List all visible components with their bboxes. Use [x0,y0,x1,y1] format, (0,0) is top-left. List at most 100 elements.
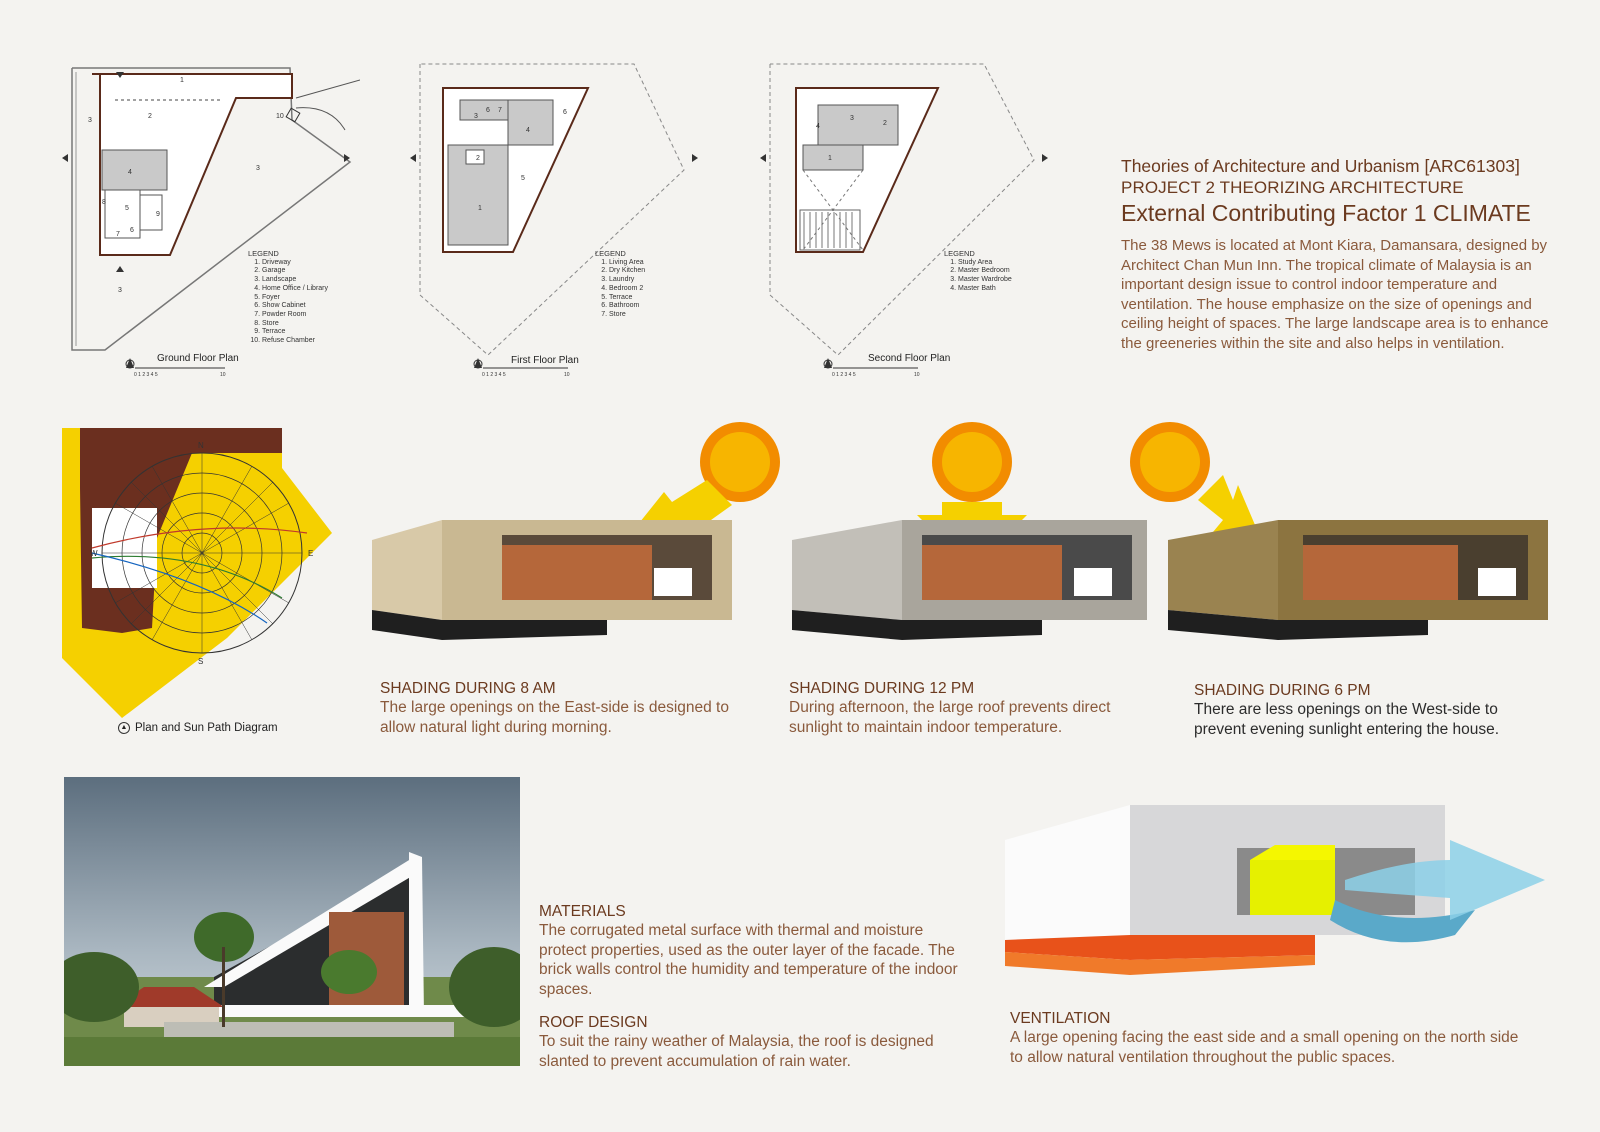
ventilation-title: VENTILATION [1010,1010,1111,1027]
svg-text:10: 10 [914,372,920,378]
svg-text:2: 2 [148,113,152,120]
airflow-arrow-out [1345,840,1545,920]
caption-body: During afternoon, the large roof prevent… [789,699,1111,736]
compass-e: E [308,549,313,558]
ground-floor-legend: LEGEND Driveway Garage Landscape Home Of… [248,249,328,346]
legend-item: Driveway [262,259,328,268]
roof-block: ROOF DESIGN To suit the rainy weather of… [539,1013,969,1071]
first-floor-drawing: 3 6 7 4 6 2 1 5 0 1 2 3 4 5 10 [410,63,698,378]
legend-item: Living Area [609,259,645,268]
svg-text:0 1 2 3 4 5: 0 1 2 3 4 5 [482,372,506,378]
caption-body: There are less openings on the West-side… [1194,701,1500,738]
legend-item: Refuse Chamber [262,337,328,346]
legend-item: Landscape [262,276,328,285]
materials-body: The corrugated metal surface with therma… [539,922,958,998]
svg-text:3: 3 [474,113,478,120]
sun-arrow [1198,475,1258,532]
shading-8am-drawing [372,422,780,640]
plan-title: Second Floor Plan [868,353,951,364]
legend-item: Store [262,320,328,329]
svg-text:6: 6 [130,227,134,234]
roof-title: ROOF DESIGN [539,1014,648,1031]
roof-body: To suit the rainy weather of Malaysia, t… [539,1033,934,1070]
ground-floor-plan: 1 2 3 3 3 4 5 6 7 8 9 10 0 1 2 3 4 5 10 … [60,50,360,380]
sun-path-label: ▲Plan and Sun Path Diagram [118,722,278,734]
intro-text: The 38 Mews is located at Mont Kiara, Da… [1121,237,1549,352]
svg-text:4: 4 [816,123,820,130]
project-title: PROJECT 2 THEORIZING ARCHITECTURE [1121,178,1464,197]
svg-text:10: 10 [220,372,226,378]
legend-item: Master Bedroom [958,267,1012,276]
compass-n: N [198,441,204,450]
svg-text:8: 8 [102,199,106,206]
caption-title: SHADING DURING 12 PM [789,680,975,697]
legend-item: Terrace [262,328,328,337]
caption-body: The large openings on the East-side is d… [380,699,729,736]
house-photo [64,777,520,1066]
svg-text:3: 3 [850,115,854,122]
plan-title: First Floor Plan [511,355,579,366]
sun-icon [700,422,780,502]
sun-path-drawing: N E S W [62,428,332,718]
sun-path-diagram: N E S W [62,428,337,718]
scale-bar: 0 1 2 3 4 5 10 [473,358,570,378]
legend-item: Garage [262,267,328,276]
legend-item: Store [609,311,645,320]
svg-text:10: 10 [276,113,284,120]
course-title: Theories of Architecture and Urbanism [A… [1121,156,1520,176]
svg-text:0 1 2 3 4 5: 0 1 2 3 4 5 [832,372,856,378]
svg-text:5: 5 [125,205,129,212]
svg-text:6: 6 [563,109,567,116]
ventilation-drawing [1005,805,1545,975]
caption-title: SHADING DURING 8 AM [380,680,556,697]
scale-bar: 0 1 2 3 4 5 10 [823,358,920,378]
materials-title: MATERIALS [539,903,626,920]
svg-text:0 1 2 3 4 5: 0 1 2 3 4 5 [134,372,158,378]
second-floor-plan: 1 2 3 4 0 1 2 3 4 5 10 LEGEND Study Area… [758,50,1058,380]
svg-text:4: 4 [128,169,132,176]
first-floor-plan: 3 6 7 4 6 2 1 5 0 1 2 3 4 5 10 LEGEND Li… [408,50,708,380]
svg-text:9: 9 [156,211,160,218]
svg-text:7: 7 [116,231,120,238]
svg-text:2: 2 [476,155,480,162]
ground-floor-drawing: 1 2 3 3 3 4 5 6 7 8 9 10 0 1 2 3 4 5 10 [62,67,360,378]
legend-item: Master Wardrobe [958,276,1012,285]
north-arrow-icon: ▲ [118,722,130,734]
scale-bar: 0 1 2 3 4 5 10 [125,358,226,378]
svg-text:4: 4 [526,127,530,134]
legend-item: Bathroom [609,302,645,311]
caption-title: SHADING DURING 6 PM [1194,682,1371,699]
shading-6pm-render [1128,420,1558,665]
compass-s: S [198,657,203,666]
legend-title: LEGEND [944,249,975,258]
legend-item: Show Cabinet [262,302,328,311]
first-floor-legend: LEGEND Living Area Dry Kitchen Laundry B… [595,249,645,320]
topic-title: External Contributing Factor 1 CLIMATE [1121,200,1531,226]
header-block: Theories of Architecture and Urbanism [A… [1121,155,1581,353]
svg-text:5: 5 [521,175,525,182]
compass-w: W [90,549,98,558]
legend-item: Study Area [958,259,1012,268]
shading-12pm-caption: SHADING DURING 12 PM During afternoon, t… [789,679,1139,737]
svg-text:3: 3 [88,117,92,124]
legend-item: Foyer [262,294,328,303]
svg-text:1: 1 [828,155,832,162]
materials-block: MATERIALS The corrugated metal surface w… [539,902,969,999]
svg-text:1: 1 [478,205,482,212]
legend-item: Laundry [609,276,645,285]
legend-item: Terrace [609,294,645,303]
legend-item: Home Office / Library [262,285,328,294]
svg-text:3: 3 [256,165,260,172]
house-photo-drawing [64,777,520,1066]
legend-item: Dry Kitchen [609,267,645,276]
sun-icon [932,422,1012,502]
shading-8am-render [372,420,792,665]
sun-icon [1130,422,1210,502]
shading-12pm-drawing [792,422,1147,640]
plan-title: Ground Floor Plan [157,353,239,364]
second-floor-legend: LEGEND Study Area Master Bedroom Master … [944,249,1012,294]
legend-title: LEGEND [595,249,626,258]
shading-8am-caption: SHADING DURING 8 AM The large openings o… [380,679,740,737]
svg-text:3: 3 [118,287,122,294]
shading-12pm-render [792,420,1192,665]
